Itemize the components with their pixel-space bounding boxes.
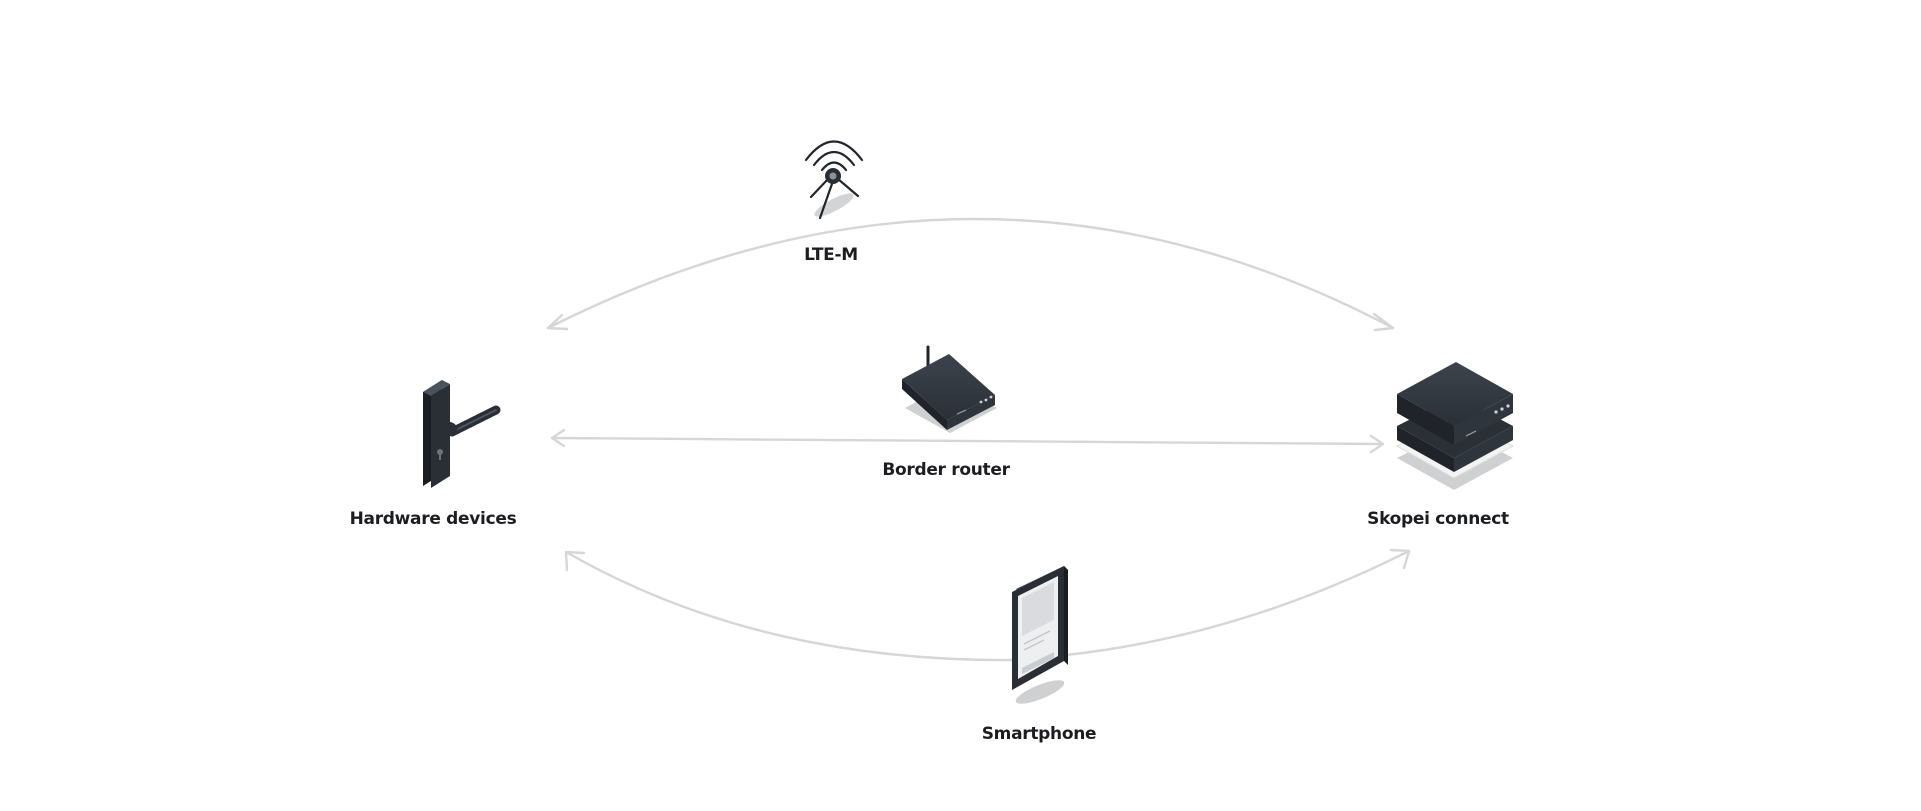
router-icon [902,345,997,433]
door-handle-icon [423,380,501,488]
antenna-icon [804,140,864,220]
server-icon [1395,362,1515,490]
border-router-label: Border router [882,460,1010,480]
connector-border-router [550,428,1385,454]
smartphone-label: Smartphone [981,724,1097,744]
connector-smartphone [564,548,1411,662]
smartphone-icon [1012,566,1068,704]
skopei-connect-label: Skopei connect [1367,509,1509,529]
connector-lte [546,217,1395,332]
hardware-devices-label: Hardware devices [349,509,517,529]
lte-m-label: LTE-M [804,245,858,265]
